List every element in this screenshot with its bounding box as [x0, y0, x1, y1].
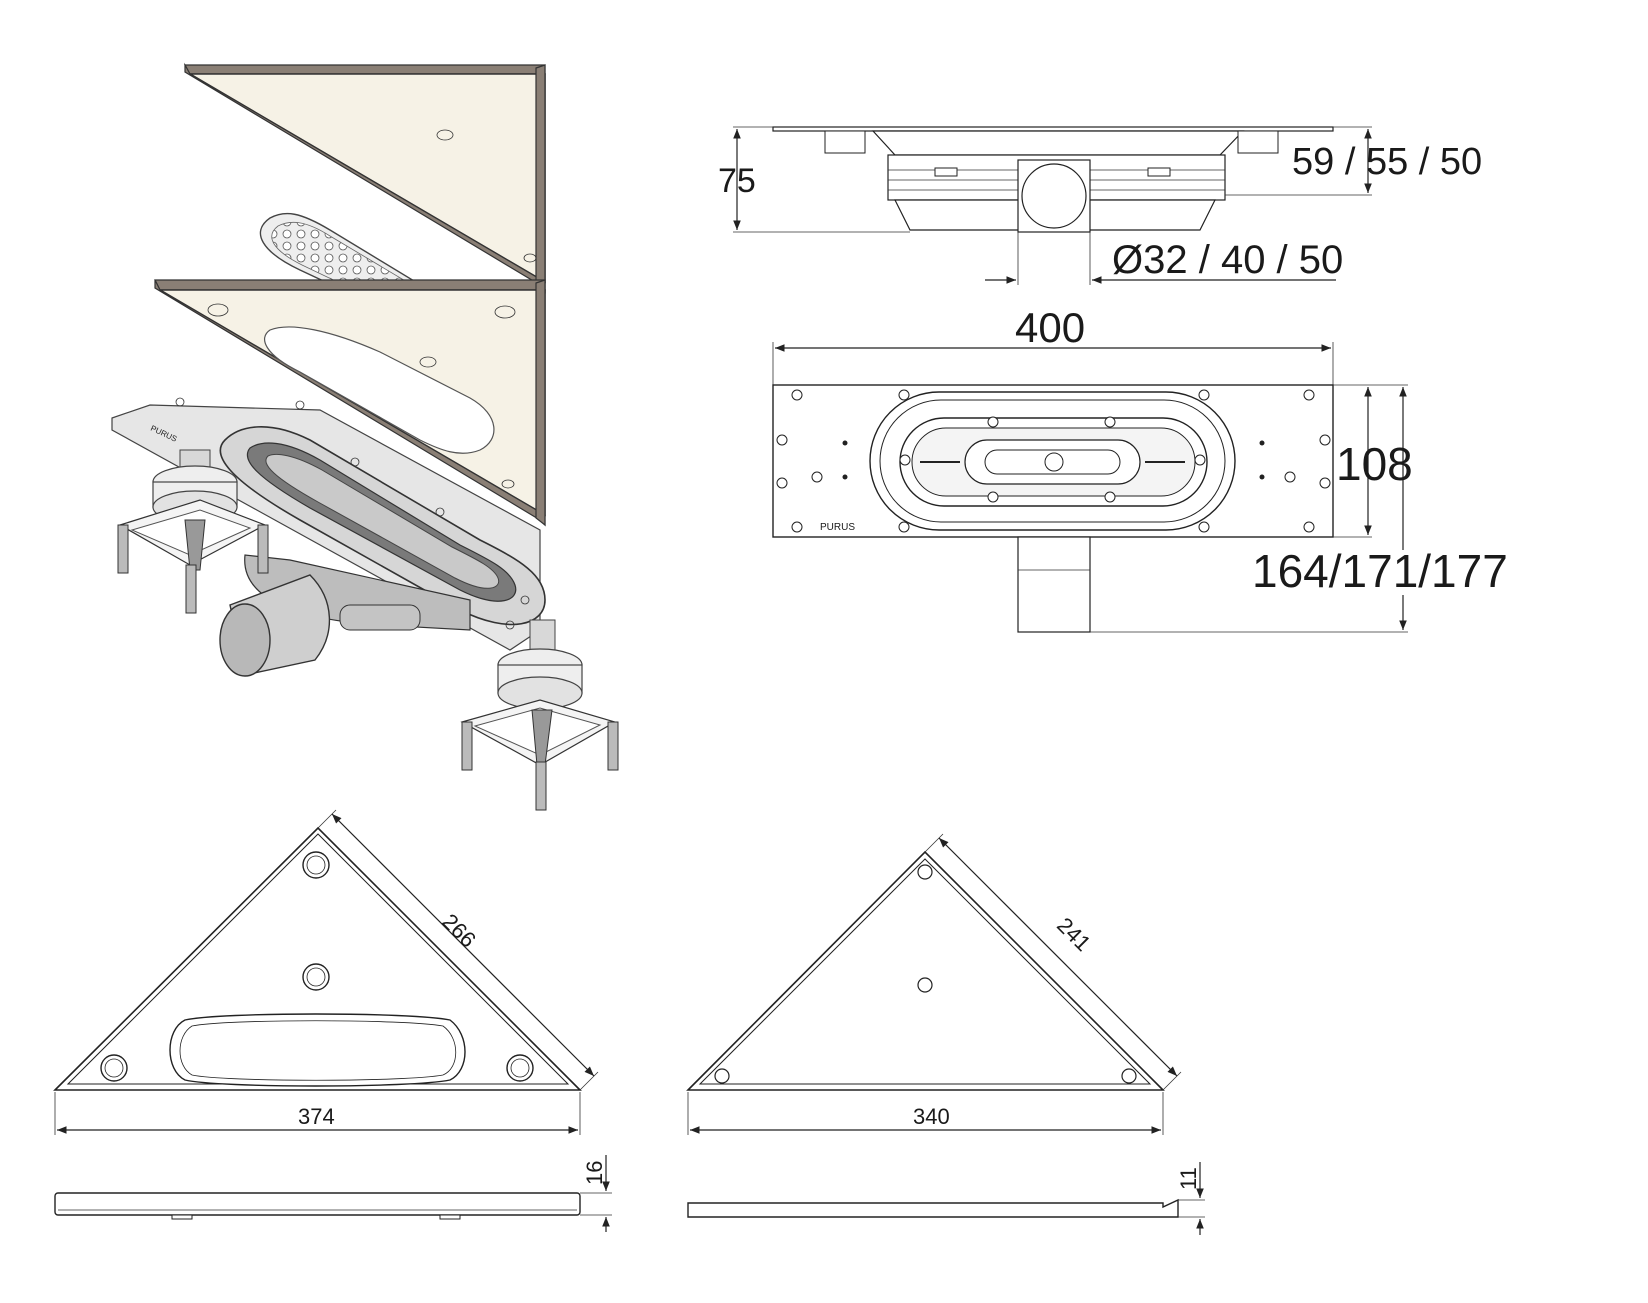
adjustable-foot-left — [117, 449, 269, 614]
dim-grate-plate-thickness: 11 — [1176, 1167, 1201, 1190]
dim-top-width: 400 — [1015, 304, 1085, 351]
dim-grate-plate-edge: 241 — [1052, 912, 1096, 956]
tile-plate-drawing: 266 374 16 — [53, 809, 612, 1232]
dim-outlet-diameters: Ø32 / 40 / 50 — [1112, 238, 1343, 282]
dim-side-height: 75 — [718, 162, 756, 200]
dim-tile-plate-base: 374 — [298, 1104, 335, 1129]
brand-mark-top: PURUS — [820, 522, 855, 533]
grate-plate-drawing: 241 340 11 — [686, 833, 1205, 1235]
isometric-exploded-view: PURUS — [111, 62, 619, 811]
dim-top-depth: 108 — [1336, 438, 1413, 490]
drain-body-iso: PURUS — [111, 397, 546, 677]
tile-plate-iso — [183, 62, 546, 294]
side-elevation-view: 75 59 / 55 / 50 Ø32 / 40 / 50 — [718, 126, 1482, 285]
dim-total-heights: 164/171/177 — [1252, 545, 1508, 597]
dim-tile-plate-edge: 266 — [437, 909, 481, 953]
dim-grate-plate-base: 340 — [913, 1104, 950, 1129]
adjustable-foot-right — [460, 619, 619, 811]
top-plan-view: 400 PURUS — [772, 304, 1508, 633]
grate-plate-iso — [154, 279, 546, 527]
dim-side-heights: 59 / 55 / 50 — [1292, 141, 1482, 183]
dim-tile-plate-thickness: 16 — [582, 1161, 607, 1185]
